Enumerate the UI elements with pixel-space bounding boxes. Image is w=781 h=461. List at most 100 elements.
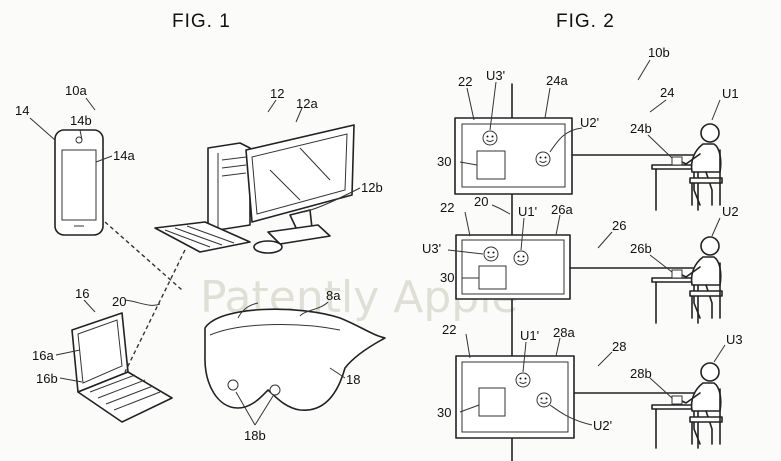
leader-14 (29, 117, 56, 141)
label-18: 18 (346, 372, 360, 387)
label-16a: 16a (32, 348, 54, 363)
label-26a: 26a (551, 202, 573, 217)
leader-24a (544, 87, 551, 119)
smiley-icon (483, 246, 499, 262)
label-u1p-mid: U1' (518, 204, 537, 219)
leader-30-bot (459, 404, 480, 413)
leader-10a (85, 97, 96, 111)
smiley-icon (515, 372, 531, 388)
leader-10b (637, 59, 651, 81)
leader-20-fig2 (491, 204, 511, 215)
label-28: 28 (612, 339, 626, 354)
label-26b: 26b (630, 241, 652, 256)
dashed-link-phone-headset (104, 221, 183, 291)
label-26: 26 (612, 218, 626, 233)
user-at-desk-icon (651, 236, 723, 324)
label-20-fig2: 20 (474, 194, 488, 209)
label-28b: 28b (630, 366, 652, 381)
headset-device-icon (204, 302, 386, 411)
label-8a: 8a (326, 288, 341, 303)
leader-22-top (466, 87, 475, 121)
leader-14a (95, 155, 113, 163)
label-12a: 12a (296, 96, 318, 111)
leader-28 (597, 351, 613, 367)
label-30-bot: 30 (437, 405, 451, 420)
label-10b: 10b (648, 45, 670, 60)
leader-14b (79, 129, 83, 141)
leader-24b (647, 134, 673, 159)
label-12: 12 (270, 86, 284, 101)
dashed-link-desktop-laptop (124, 249, 186, 373)
fig2-title: FIG. 2 (556, 11, 615, 32)
leader-u1 (711, 99, 721, 121)
label-14b: 14b (70, 113, 92, 128)
leader-26a (555, 214, 561, 236)
leader-12 (267, 99, 277, 113)
leader-u2p-top (549, 127, 583, 153)
leader-16b (59, 377, 83, 383)
label-22-bot: 22 (442, 322, 456, 337)
user-at-desk-icon (651, 362, 723, 449)
window-30-top (476, 150, 506, 180)
label-u3p-mid: U3' (422, 241, 441, 256)
leader-24 (649, 99, 667, 113)
laptop-computer-icon (71, 312, 173, 423)
label-16: 16 (75, 286, 89, 301)
label-22-mid: 22 (440, 200, 454, 215)
label-16b: 16b (36, 371, 58, 386)
leader-20 (124, 299, 161, 306)
leader-u2 (711, 217, 721, 237)
leader-u3 (713, 344, 726, 363)
desktop-computer-icon (154, 124, 355, 254)
leader-28b (649, 377, 673, 399)
leader-26b (649, 254, 673, 273)
leader-u3p-top (489, 81, 497, 131)
leader-22-bot (465, 333, 471, 359)
leader-8a (299, 301, 329, 317)
label-12b: 12b (361, 180, 383, 195)
label-30-top: 30 (437, 154, 451, 169)
label-10a: 10a (65, 83, 87, 98)
label-24: 24 (660, 85, 674, 100)
label-18b: 18b (244, 428, 266, 443)
label-14: 14 (15, 103, 29, 118)
label-24b: 24b (630, 121, 652, 136)
leader-u3p-mid (447, 249, 484, 255)
label-28a: 28a (553, 325, 575, 340)
label-u2: U2 (722, 204, 739, 219)
leader-30-top (459, 161, 478, 166)
leader-18b (235, 391, 274, 426)
leader-u2p-bot (549, 404, 593, 426)
leader-16a (55, 349, 81, 356)
label-30-mid: 30 (440, 270, 454, 285)
screen-26-panel (455, 234, 571, 300)
leader-u1p-mid (520, 217, 525, 251)
leader-12a (295, 107, 303, 123)
smiley-icon (536, 392, 552, 408)
label-22-top: 22 (458, 74, 472, 89)
label-u3p-top: U3' (486, 68, 505, 83)
leader-12b (303, 187, 361, 213)
label-14a: 14a (113, 148, 135, 163)
leader-18 (329, 367, 346, 379)
label-u3: U3 (726, 332, 743, 347)
window-30-bot (478, 387, 506, 417)
leader-16 (83, 299, 96, 313)
window-30-mid (478, 265, 507, 290)
user-at-desk-icon (651, 123, 723, 211)
label-u1: U1 (722, 86, 739, 101)
smiley-icon (535, 151, 551, 167)
label-24a: 24a (546, 73, 568, 88)
screen-28-panel (455, 355, 575, 439)
smartphone-icon (54, 129, 104, 236)
leader-22-mid (464, 211, 471, 237)
leader-26 (597, 231, 613, 249)
label-u2p-top: U2' (580, 115, 599, 130)
label-20: 20 (112, 294, 126, 309)
leader-u1p-bot (522, 341, 527, 373)
fig1-title: FIG. 1 (172, 11, 231, 32)
label-u2p-bot: U2' (593, 418, 612, 433)
screen-24-panel (454, 117, 573, 195)
